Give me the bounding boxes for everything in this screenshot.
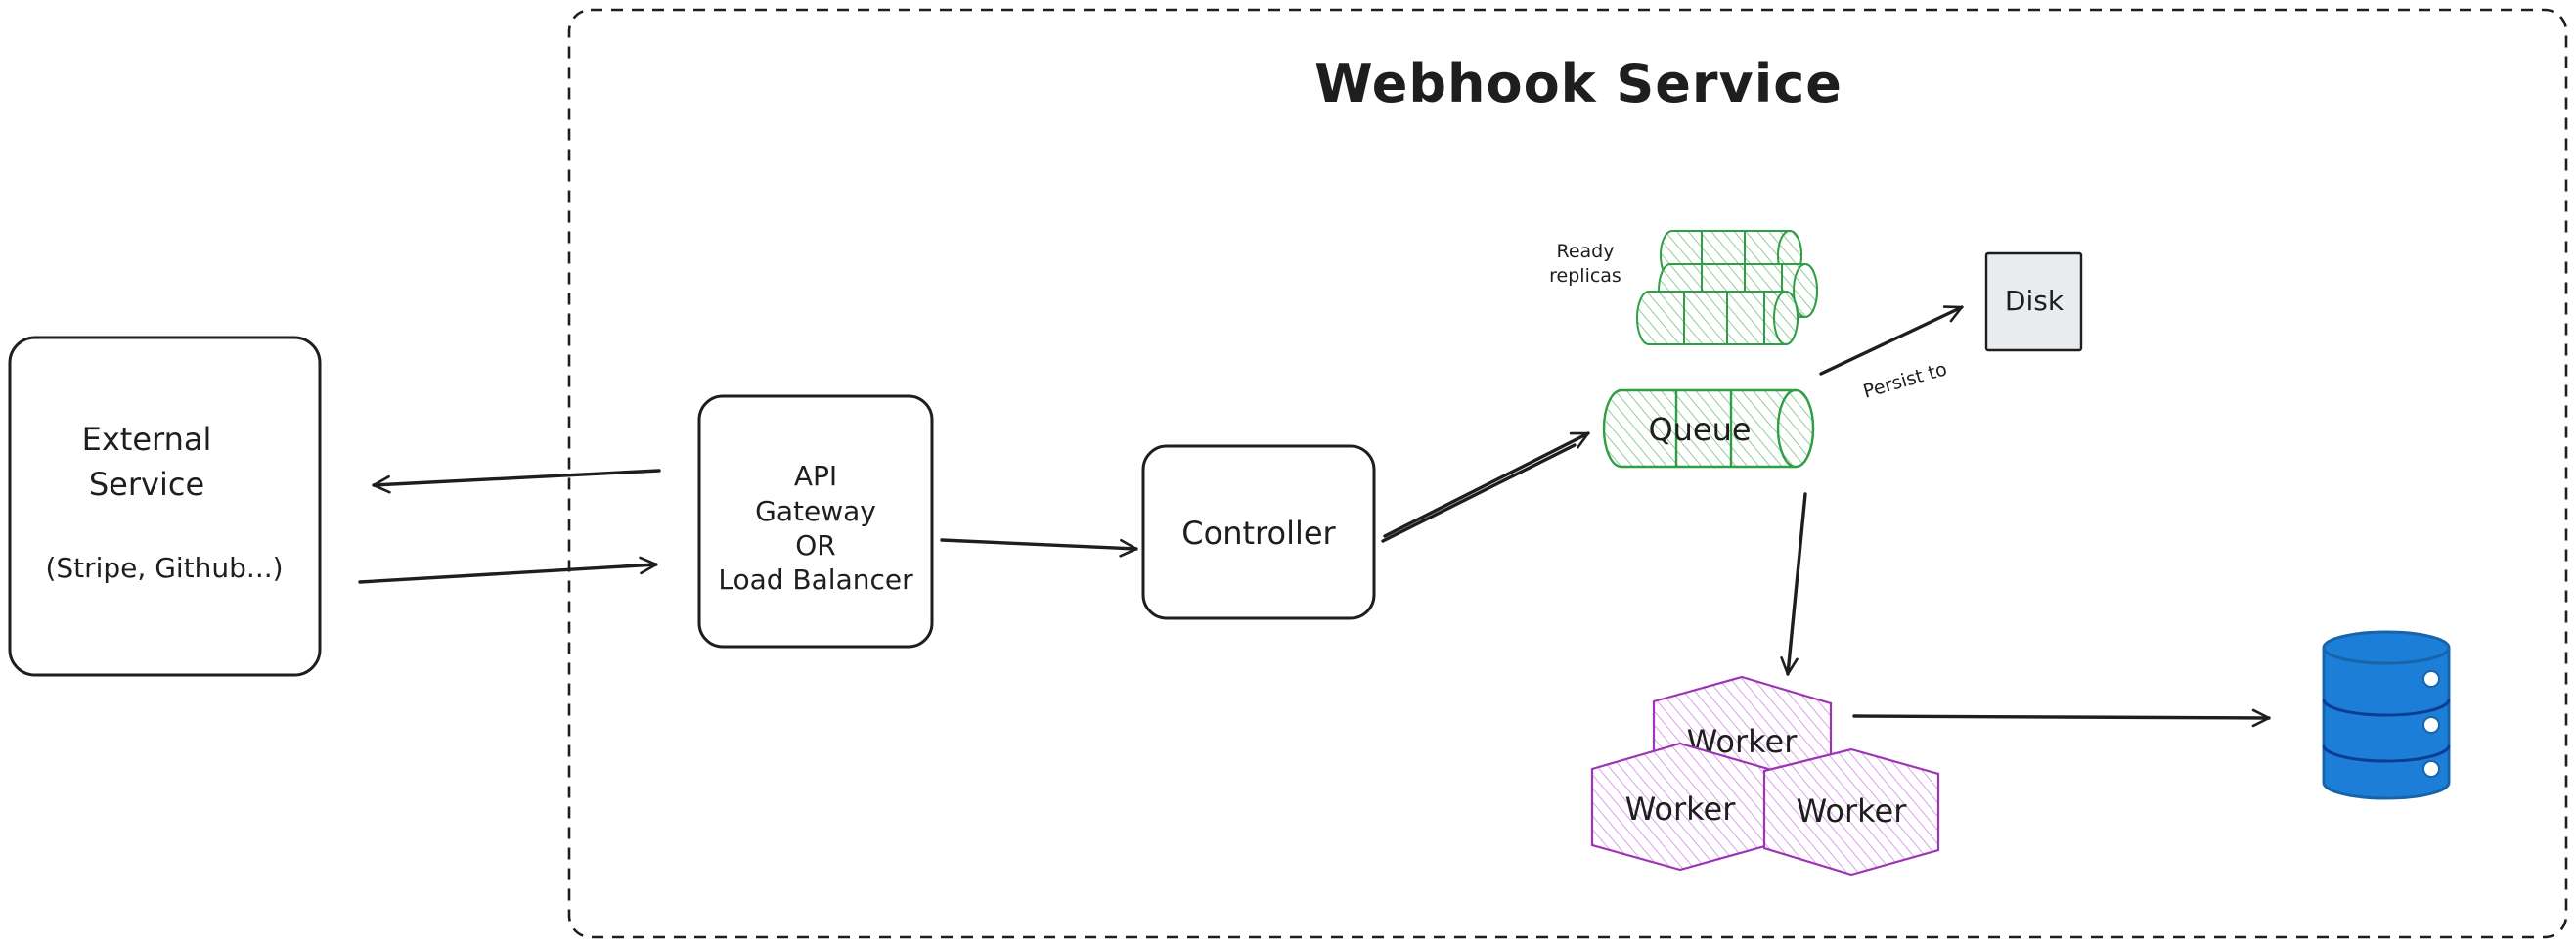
controller-node[interactable]: Controller xyxy=(1141,444,1376,620)
api-gateway-node[interactable]: API Gateway OR Load Balancer xyxy=(697,394,934,649)
replicas-label-line1: Ready xyxy=(1557,241,1615,262)
diagram-title: Webhook Service xyxy=(1314,53,1843,114)
worker-node[interactable]: Worker xyxy=(1590,742,1770,872)
controller-label: Controller xyxy=(1181,515,1336,552)
ready-replicas-cylinders xyxy=(1636,230,1818,345)
gateway-to-external-arrow xyxy=(372,469,661,494)
api-gateway-line4: Load Balancer xyxy=(718,564,913,596)
queue-to-disk-arrow xyxy=(1819,305,1964,376)
edges xyxy=(358,305,2271,728)
external-service-title-line2: Service xyxy=(89,466,204,503)
api-gateway-line1: API xyxy=(794,460,837,492)
gateway-to-controller-arrow xyxy=(940,538,1138,558)
external-service-node[interactable]: External Service (Stripe, Github...) xyxy=(8,336,322,677)
queue-node[interactable]: Queue xyxy=(1602,388,1815,469)
api-gateway-line2: Gateway xyxy=(755,495,876,527)
worker-label: Worker xyxy=(1797,792,1908,830)
api-gateway-line3: OR xyxy=(795,529,836,562)
worker-label: Worker xyxy=(1625,790,1737,828)
external-service-title-line1: External xyxy=(82,421,212,458)
disk-node[interactable]: Disk xyxy=(1984,251,2083,352)
replicas-label-line2: replicas xyxy=(1549,265,1621,287)
worker-node[interactable]: Worker xyxy=(1762,747,1940,877)
workers-to-database-arrow xyxy=(1852,708,2271,728)
external-service-subtitle: (Stripe, Github...) xyxy=(45,552,283,584)
persist-edge-label: Persist to xyxy=(1861,358,1950,402)
disk-label: Disk xyxy=(2005,285,2065,317)
queue-to-workers-arrow xyxy=(1780,492,1807,676)
controller-to-queue-arrow xyxy=(1383,431,1590,538)
workers-group: Worker Worker Worker xyxy=(1590,675,1940,877)
controller-to-queue-arrow-shadow xyxy=(1381,443,1577,543)
webhook-service-boundary xyxy=(567,8,2568,939)
queue-label: Queue xyxy=(1648,411,1751,448)
external-to-gateway-arrow xyxy=(358,556,658,584)
database-icon[interactable] xyxy=(2322,630,2451,800)
